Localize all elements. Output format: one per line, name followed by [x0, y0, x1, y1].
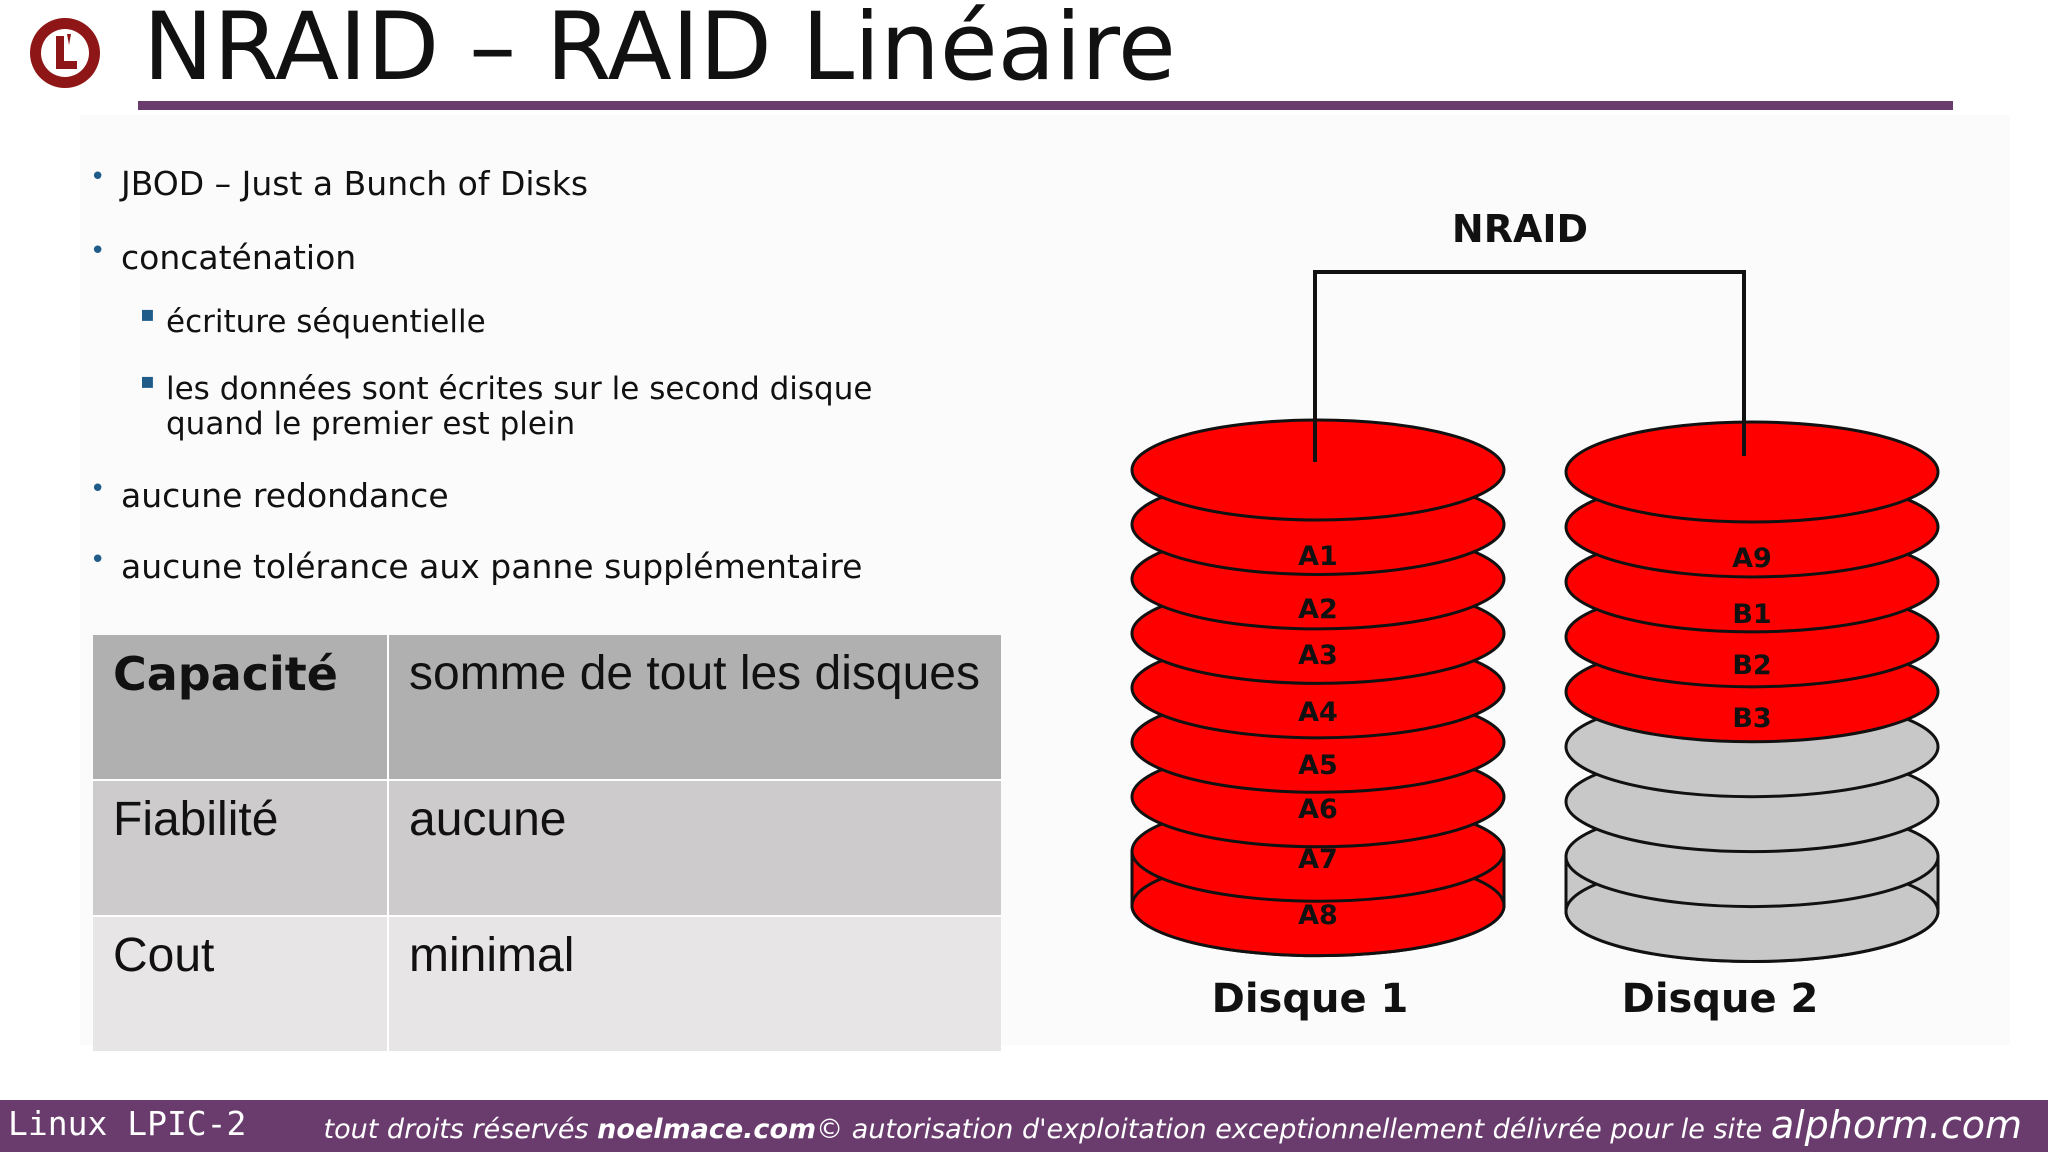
bullet-square-icon: ▪ [140, 369, 155, 394]
block-label: A5 [1298, 750, 1338, 781]
sub-bullet-text: les données sont écrites sur le second d… [166, 372, 872, 442]
block-label: A9 [1732, 543, 1772, 574]
block-label: A2 [1298, 594, 1338, 625]
slide-header: NRAID – RAID Linéaire [0, 0, 2048, 115]
table-cell-value: somme de tout les disques [388, 635, 1001, 780]
disk-2 [1564, 420, 1940, 964]
table-cell-key: Capacité [93, 635, 389, 780]
diagram-title: NRAID [1452, 207, 1588, 251]
table-cell-value: aucune [388, 779, 1001, 916]
bullet-dot-icon: • [90, 236, 106, 266]
bullet-text: JBOD – Just a Bunch of Disks [121, 164, 589, 203]
sub-bullet-line: quand le premier est plein [166, 406, 576, 442]
table-cell-value: minimal [388, 915, 1001, 1051]
page-title: NRAID – RAID Linéaire [143, 0, 1176, 102]
block-label: B1 [1732, 599, 1771, 630]
table-cell-key: Fiabilité [93, 779, 389, 916]
table-row: Fiabilité aucune [93, 779, 1001, 916]
bullet-dot-icon: • [90, 474, 106, 504]
title-underline [138, 101, 1953, 110]
disk-top [1564, 420, 1940, 524]
properties-table: Capacité somme de tout les disques Fiabi… [93, 635, 1001, 1051]
connector-line [1313, 270, 1746, 360]
footer-bar: Linux LPIC-2 tout droits réservés noelma… [0, 1100, 2048, 1152]
block-label: A6 [1298, 794, 1338, 825]
disk-1 [1130, 418, 1506, 958]
copyright-text: © autorisation d'exploitation exceptionn… [816, 1114, 1771, 1145]
bullet-text: concaténation [121, 238, 357, 277]
copyright-brand: noelmace.com [597, 1114, 817, 1145]
block-label: B2 [1732, 650, 1771, 681]
block-label: A3 [1298, 640, 1338, 671]
table-row: Capacité somme de tout les disques [93, 635, 1001, 780]
sub-bullet-line: les données sont écrites sur le second d… [166, 371, 873, 407]
bullet-text: aucune tolérance aux panne supplémentair… [121, 547, 863, 586]
table-cell-key: Cout [93, 915, 389, 1051]
block-label: A8 [1298, 900, 1338, 931]
copyright-text: tout droits réservés [323, 1114, 598, 1145]
disk-2-label: Disque 2 [1622, 976, 1819, 1022]
block-label: B3 [1732, 703, 1771, 734]
course-name: Linux LPIC-2 [8, 1104, 247, 1143]
disk-top [1130, 418, 1506, 522]
bullet-text: aucune redondance [121, 476, 449, 515]
sub-bullet-text: écriture séquentielle [166, 304, 486, 340]
site-name: alphorm.com [1770, 1103, 2022, 1147]
bullet-dot-icon: • [90, 545, 106, 575]
copyright-notice: tout droits réservés noelmace.com© autor… [324, 1103, 2022, 1147]
block-label: A4 [1298, 697, 1338, 728]
block-label: A7 [1298, 844, 1338, 875]
table-row: Cout minimal [93, 915, 1001, 1051]
logo-icon [26, 14, 104, 92]
block-label: A1 [1298, 541, 1338, 572]
bullet-dot-icon: • [90, 162, 106, 192]
disk-1-label: Disque 1 [1212, 976, 1409, 1022]
bullet-square-icon: ▪ [140, 302, 155, 327]
